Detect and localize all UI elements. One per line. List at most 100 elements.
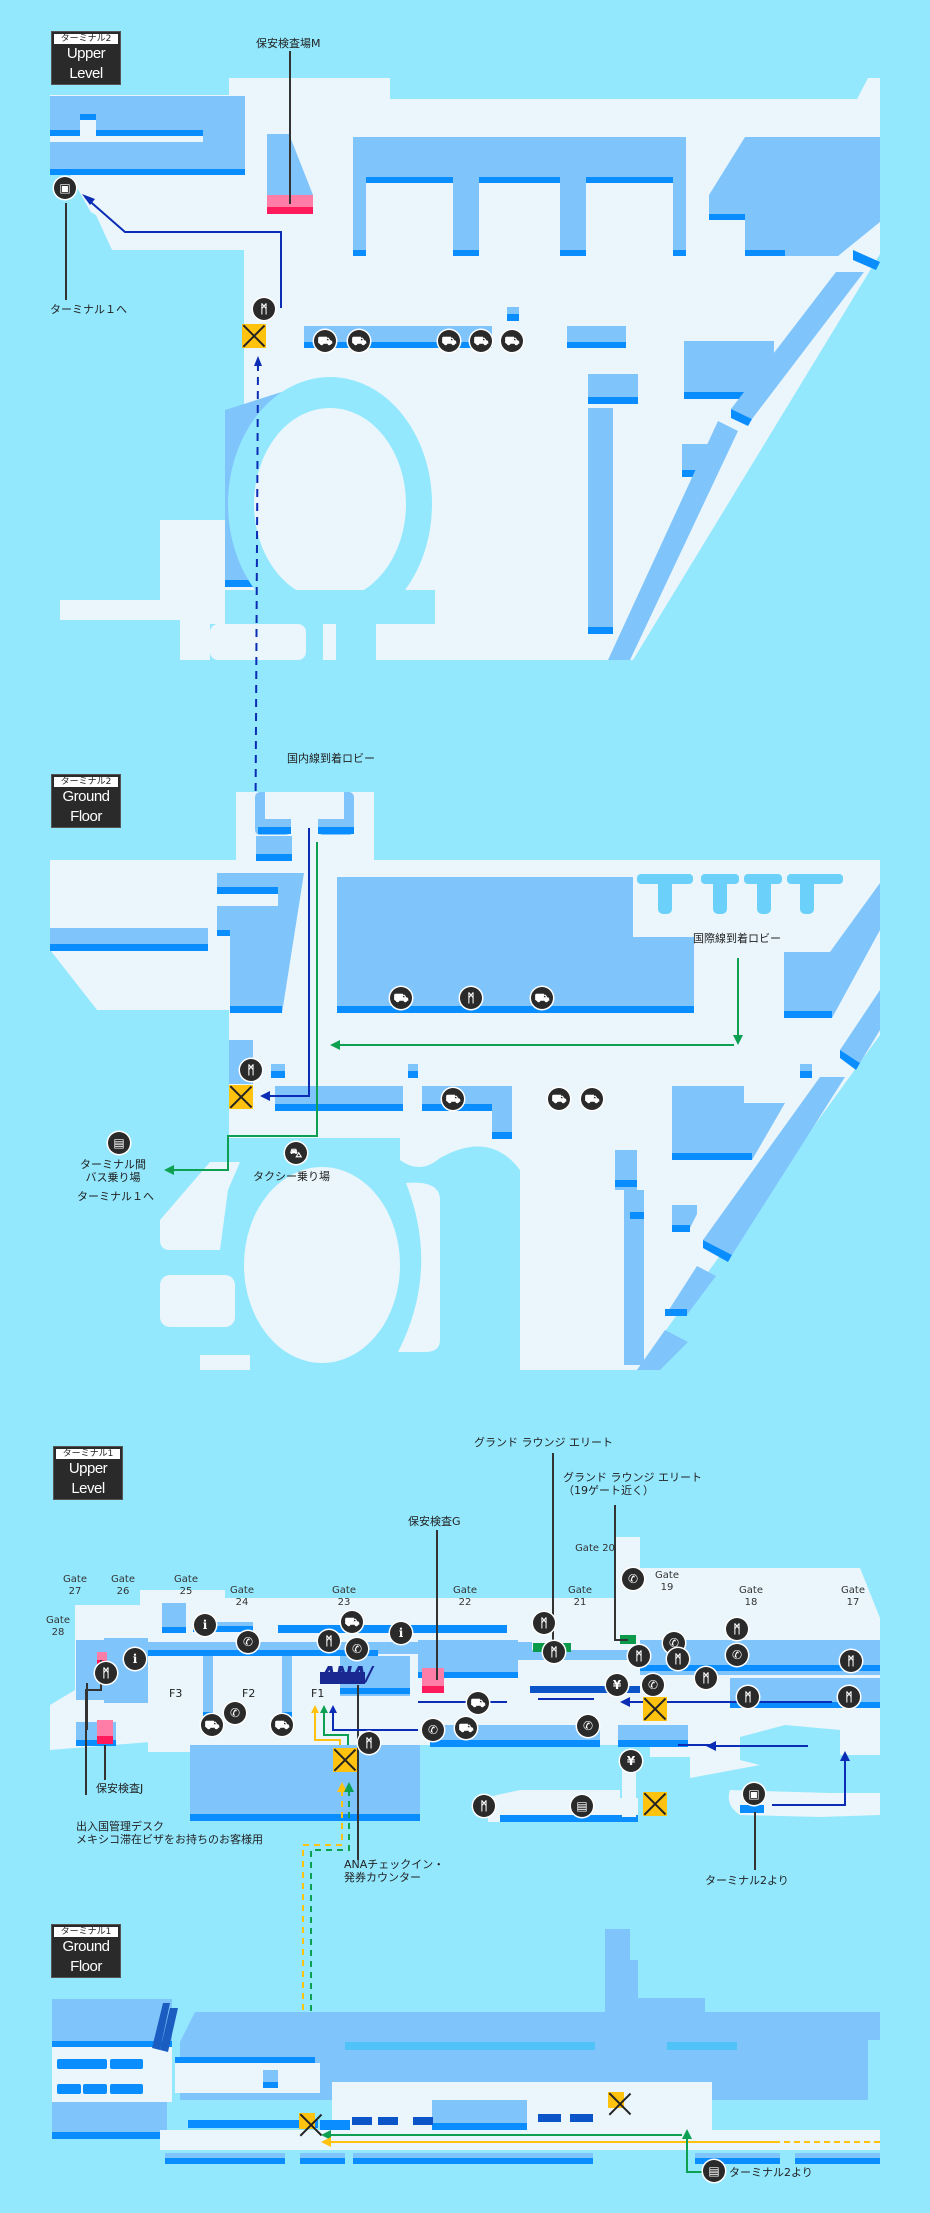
edge <box>217 930 230 936</box>
label-lounge-elite-19: グランド ラウンジ エリート （19ゲート近く） <box>563 1471 702 1497</box>
block <box>709 137 880 256</box>
walkway <box>323 624 336 660</box>
block-cut <box>265 792 291 819</box>
pier <box>282 1656 292 1716</box>
baggage-icon: ⛟ <box>455 1717 477 1739</box>
info-icon[interactable]: i <box>194 1614 216 1636</box>
train-icon[interactable]: ▣ <box>54 177 76 199</box>
security-j-edge <box>97 1736 113 1744</box>
baggage-icon: ⛟ <box>271 1714 293 1736</box>
elevator-icon[interactable] <box>242 324 266 348</box>
block <box>637 1330 688 1370</box>
phone-icon[interactable]: ✆ <box>224 1702 246 1724</box>
phone-icon[interactable]: ✆ <box>642 1674 664 1696</box>
baggage-icon: ⛟ <box>467 1692 489 1714</box>
diagonal-block <box>608 421 738 660</box>
phone-icon[interactable]: ✆ <box>422 1719 444 1741</box>
security-m-edge <box>267 207 313 214</box>
edge <box>50 130 80 136</box>
train-icon[interactable]: ▣ <box>743 1783 765 1805</box>
corridor <box>175 2063 320 2093</box>
route-arrowhead <box>164 1165 174 1175</box>
route-from-t2 <box>772 1757 846 1806</box>
t2-upper-gate-block <box>353 137 686 177</box>
phone-icon[interactable]: ✆ <box>622 1568 644 1590</box>
edge <box>217 887 278 894</box>
t1-ground-floorplan <box>52 1929 880 2164</box>
route-to-t1-line <box>84 196 282 308</box>
pier <box>353 177 366 256</box>
edge <box>630 1212 644 1219</box>
info-icon[interactable]: i <box>124 1648 146 1670</box>
atm-icon[interactable]: ¥ <box>606 1674 628 1696</box>
edge <box>80 114 96 120</box>
bus-bay <box>538 2114 561 2122</box>
tower-block <box>605 1929 705 2012</box>
atm-icon[interactable]: ¥ <box>620 1750 642 1772</box>
phone-icon[interactable]: ✆ <box>726 1644 748 1666</box>
label-to-t1-ground: ターミナル１へ <box>77 1190 154 1203</box>
floor-badge-t1-ground: ターミナル1 Ground Floor <box>51 1924 121 1978</box>
block <box>665 1266 716 1316</box>
restroom-icon: ᛗ <box>838 1686 860 1708</box>
phone-icon[interactable]: ✆ <box>346 1638 368 1660</box>
pier <box>453 177 479 256</box>
route-arrowhead <box>254 356 262 366</box>
floor-badge-t2-upper: ターミナル2 Upper Level <box>51 31 121 85</box>
edge <box>618 1740 688 1747</box>
route-arrowhead <box>337 1782 347 1792</box>
route-arrowhead <box>682 2129 692 2139</box>
escalator <box>152 2003 178 2052</box>
bus-icon[interactable]: ▤ <box>703 2160 725 2182</box>
t1-ground-routes <box>321 2129 880 2173</box>
block-cut <box>318 792 344 819</box>
edge <box>96 130 203 136</box>
elevator-icon[interactable] <box>333 1748 357 1772</box>
route-yellow-dashed <box>302 1790 343 2050</box>
edge <box>853 250 880 270</box>
elevator-icon[interactable] <box>229 1085 253 1109</box>
elevator-icon[interactable] <box>608 2092 624 2108</box>
edge <box>684 392 756 399</box>
restroom-icon: ᛗ <box>95 1662 117 1684</box>
walkway <box>160 1275 235 1327</box>
route-arrowhead <box>311 1705 319 1713</box>
edge-dark <box>530 1686 640 1693</box>
route-arrowhead <box>260 1091 270 1101</box>
floor-badge-t1-upper: ターミナル1 Upper Level <box>53 1446 123 1500</box>
edge <box>507 314 519 321</box>
edge <box>263 2082 278 2088</box>
edge <box>256 854 292 861</box>
baggage-icon: ⛟ <box>314 330 336 352</box>
label-to-t1: ターミナル１へ <box>50 303 127 316</box>
counter <box>57 2059 107 2069</box>
baggage-icon: ⛟ <box>442 1088 464 1110</box>
block <box>840 990 880 1063</box>
bus-icon[interactable]: ▤ <box>571 1795 593 1817</box>
block <box>588 408 613 634</box>
phone-icon[interactable]: ✆ <box>237 1631 259 1653</box>
elevator-icon[interactable] <box>643 1697 667 1721</box>
edge <box>672 1225 690 1232</box>
bus-icon[interactable]: ▤ <box>108 1132 130 1154</box>
t2-upper-floorplan <box>50 78 880 660</box>
restroom-icon: ᛗ <box>726 1618 748 1640</box>
taxi-icon[interactable]: ⛍ <box>285 1142 307 1164</box>
t1-upper-floorplan <box>50 1537 880 1822</box>
baggage-icon: ⛟ <box>341 1611 363 1633</box>
restroom-icon: ᛗ <box>460 987 482 1009</box>
edge <box>278 1625 383 1633</box>
info-icon[interactable]: i <box>390 1622 412 1644</box>
badge-level: Ground Floor <box>62 1938 110 1975</box>
phone-icon[interactable]: ✆ <box>577 1715 599 1737</box>
security-g-edge <box>422 1686 444 1693</box>
edge <box>665 1309 687 1316</box>
elevator-icon[interactable] <box>299 2113 315 2129</box>
edge <box>258 827 291 834</box>
elevator-icon[interactable] <box>643 1792 667 1816</box>
walkway <box>398 1182 440 1352</box>
